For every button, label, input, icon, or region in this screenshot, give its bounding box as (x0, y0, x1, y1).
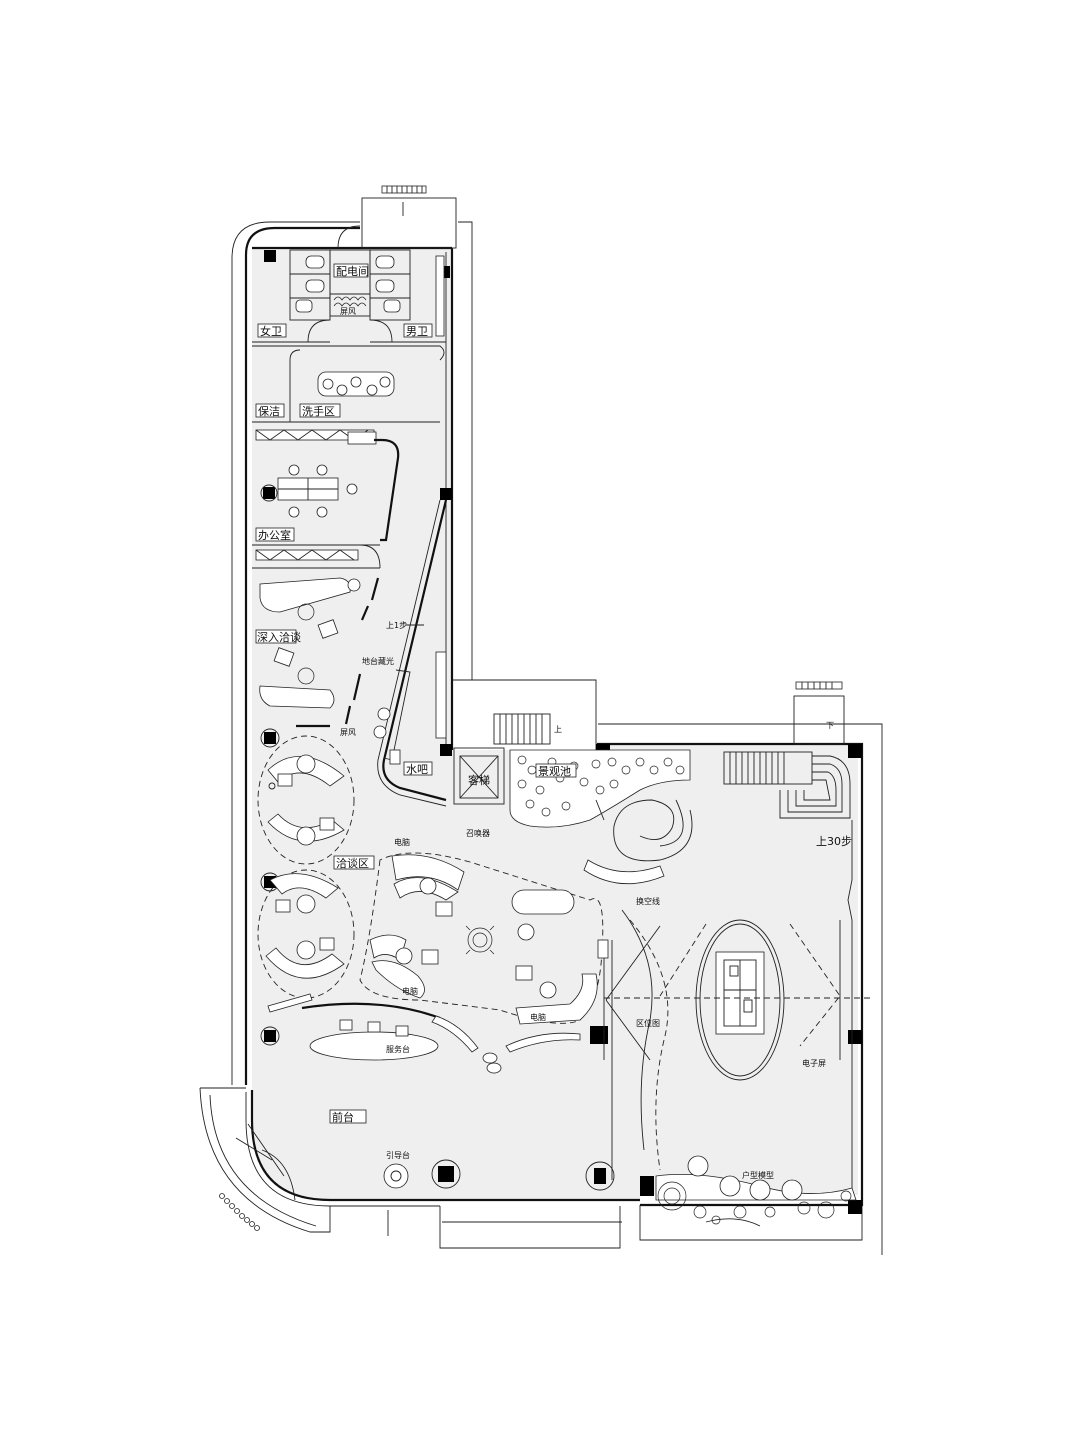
note-shang1bu: 上1步 (386, 621, 407, 630)
note-ditai: 地台藏光 (362, 656, 394, 666)
wash-area-wall (252, 345, 445, 361)
water-bar-counter (435, 651, 447, 739)
note-diannao3: 电脑 (530, 1012, 546, 1022)
label-nanwei: 男卫 (406, 325, 428, 338)
center-plant (465, 925, 495, 955)
label-peidian: 配电间 (336, 265, 369, 278)
label-bangong: 办公室 (258, 528, 291, 542)
sand-table-model (695, 919, 785, 1081)
label-nvwei: 女卫 (260, 324, 282, 338)
room-labels: 配电间 屏风 女卫 男卫 保洁 洗手区 办公室 深入洽谈 洽谈区 水吧 客梯 景… (255, 263, 577, 1124)
note-shang: 上 (554, 725, 562, 734)
note-zhaohuan: 召唤器 (466, 828, 490, 838)
label-xishou: 洗手区 (302, 404, 335, 418)
main-entrance-arc (199, 1087, 331, 1233)
note-xia: 下 (826, 721, 834, 730)
label-shenru: 深入洽谈 (257, 631, 301, 644)
note-diannao1: 电脑 (394, 837, 410, 847)
spiral-sculpture (583, 799, 693, 885)
outer-wall-left (244, 226, 360, 1085)
label-fuwutai: 服务台 (386, 1044, 410, 1054)
corridor-wall (382, 499, 448, 802)
note-dianziping: 电子屏 (802, 1058, 826, 1068)
stair-up-30 (723, 751, 851, 819)
vip-negotiation-area (259, 577, 380, 728)
note-huxing: 户型模型 (742, 1170, 774, 1180)
label-baojie: 保洁 (258, 404, 280, 418)
annotations: 上1步 地台藏光 屏风 召唤器 电脑 电脑 电脑 换空线 区位图 电子屏 户型模… (340, 621, 852, 1180)
guide-desk (383, 1163, 409, 1189)
unit-model-garden (655, 1155, 857, 1227)
label-qiantai: 前台 (332, 1110, 354, 1124)
label-keti: 客梯 (468, 773, 490, 787)
entrance-steps (219, 1193, 260, 1231)
label-qiatan: 洽谈区 (336, 857, 369, 870)
note-yindao: 引导台 (386, 1150, 410, 1160)
negotiation-zone-outline (359, 852, 604, 1024)
lounge-pod-2 (257, 869, 355, 999)
right-stair-top (795, 681, 843, 690)
lounge-pod-1 (257, 735, 355, 865)
office-room (252, 429, 400, 569)
note-shang30: 上30步 (816, 835, 852, 848)
top-stair-landing (361, 197, 457, 249)
note-quweitu: 区位图 (636, 1018, 660, 1028)
elevator (453, 747, 505, 805)
label-jingguan: 景观池 (538, 765, 571, 778)
note-pingfeng: 屏风 (340, 728, 356, 737)
top-stair-steps (381, 185, 427, 194)
reception-counter (267, 993, 581, 1074)
entrance-stair-up (493, 713, 551, 745)
label-shuiba: 水吧 (406, 763, 428, 776)
toilets-area (252, 249, 446, 343)
outer-wall-bottom (250, 1090, 640, 1202)
label-pingfeng-top: 屏风 (340, 307, 356, 316)
note-huankong: 换空线 (636, 896, 660, 906)
note-diannao2: 电脑 (402, 986, 418, 996)
